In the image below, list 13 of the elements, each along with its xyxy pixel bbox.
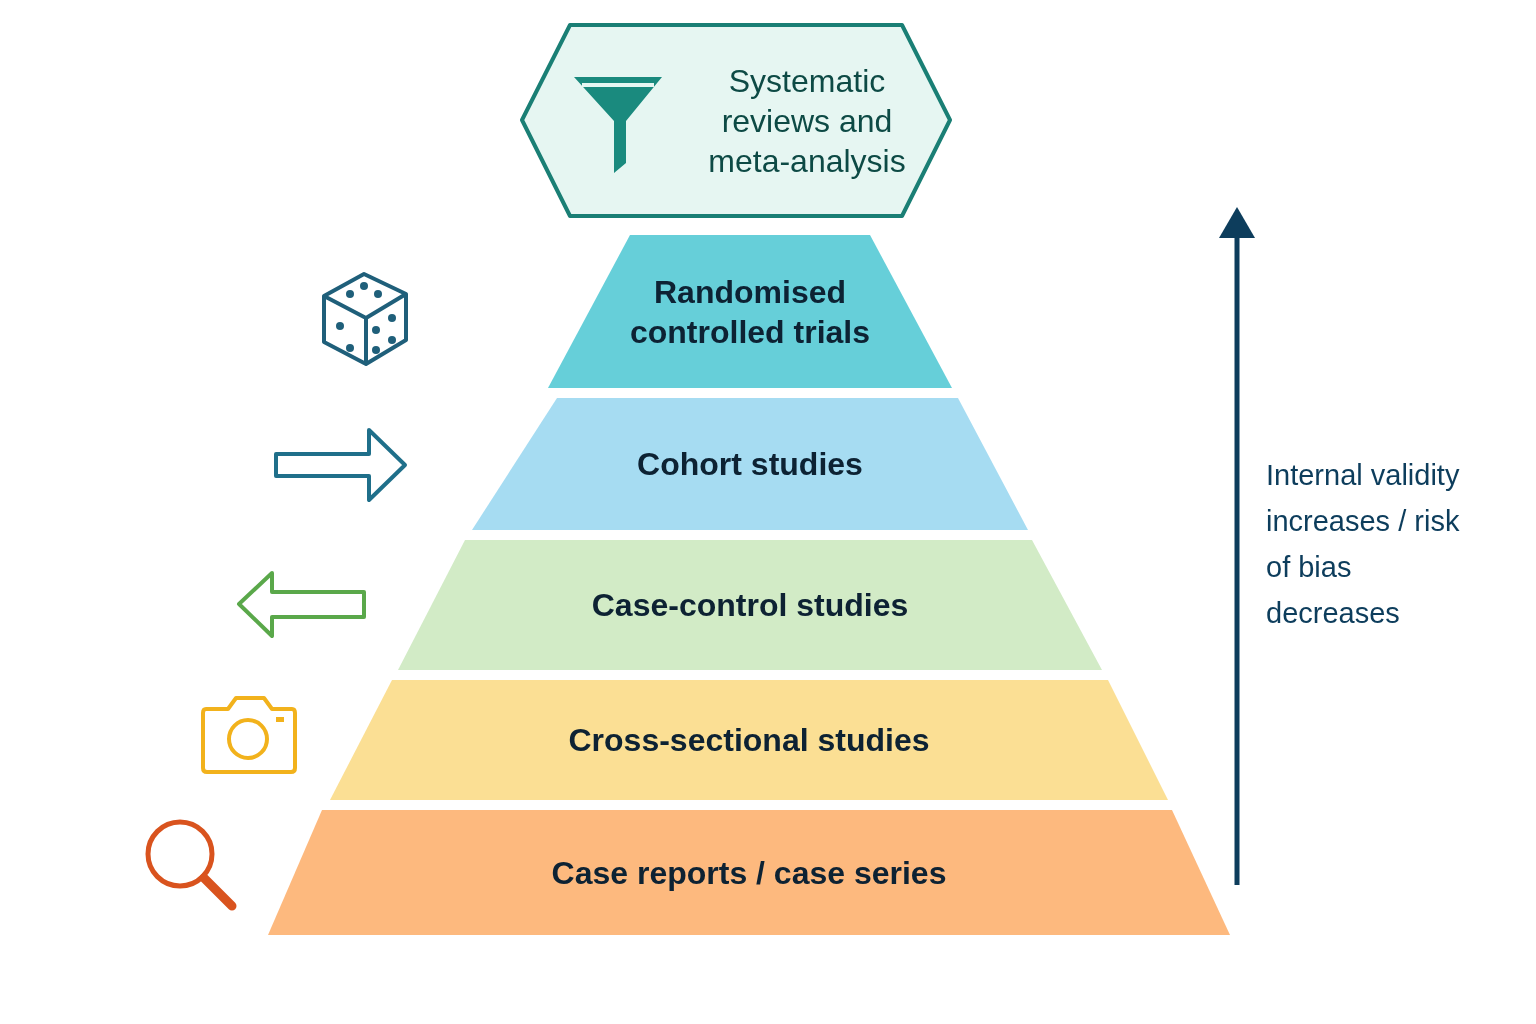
pyramid-tier bbox=[398, 540, 1102, 670]
pyramid-tier bbox=[268, 810, 1230, 935]
tier-label: Case-control studies bbox=[590, 586, 910, 625]
tier-label: Case reports / case series bbox=[550, 853, 948, 893]
axis-note: Internal validity increases / risk of bias decreases bbox=[1266, 458, 1461, 631]
node-title: Systematic reviews and meta-analysis bbox=[707, 61, 907, 181]
pyramid-tier bbox=[472, 398, 1028, 530]
pyramid-tier bbox=[548, 235, 952, 388]
tier-label: Cohort studies bbox=[636, 445, 864, 484]
pyramid-tier bbox=[330, 680, 1168, 800]
tier-label: Cross-sectional studies bbox=[567, 721, 931, 760]
tier-label: Randomised controlled trials bbox=[628, 272, 871, 352]
hexagon-box bbox=[522, 25, 950, 216]
